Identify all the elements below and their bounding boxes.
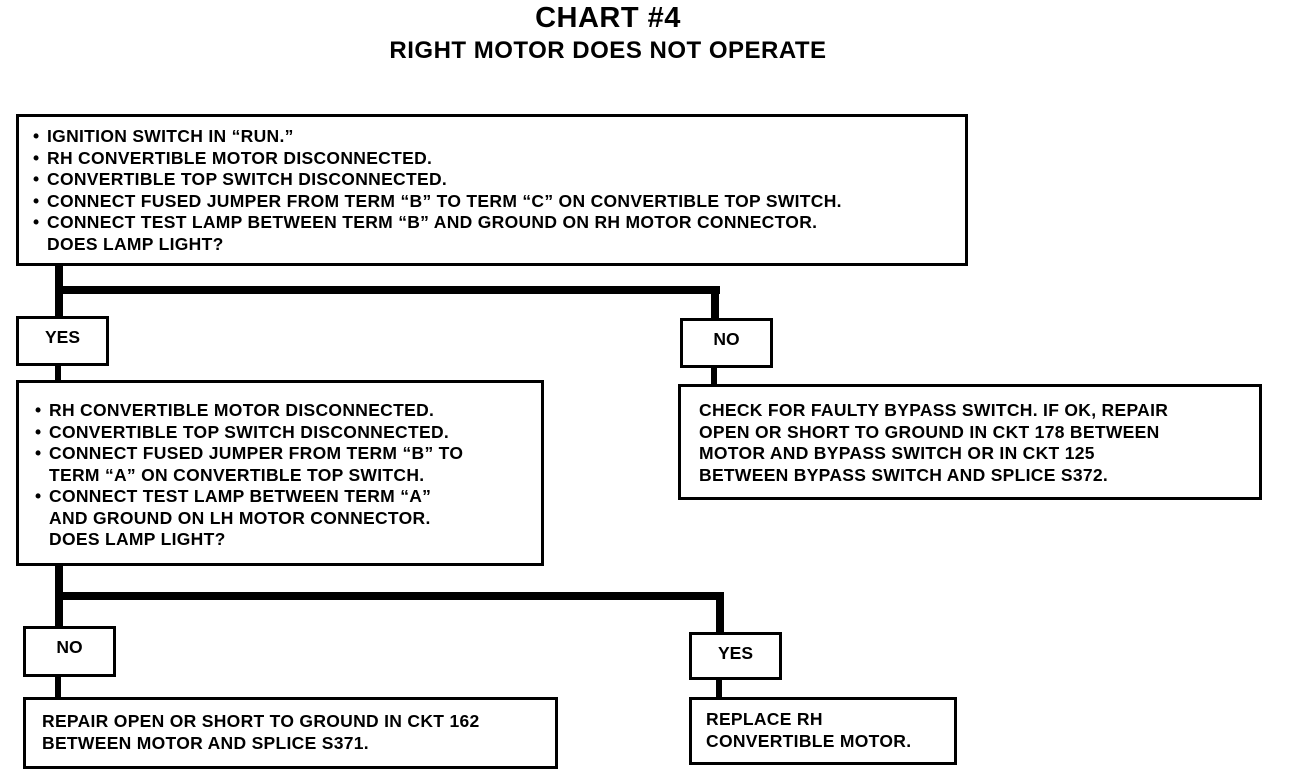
connector-line [711,368,717,384]
connector-line [55,364,61,380]
no-result-line: CHECK FOR FAULTY BYPASS SWITCH. IF OK, R… [699,400,1169,420]
replace-result-box: REPLACE RH CONVERTIBLE MOTOR. [689,697,957,765]
step2-bullet-text: TERM “A” ON CONVERTIBLE TOP SWITCH. [49,464,425,485]
step2-bullet-list: • RH CONVERTIBLE MOTOR DISCONNECTED. • CON… [35,400,541,529]
step1-bullet-text: CONNECT TEST LAMP BETWEEN TERM “B” AND G… [47,212,818,232]
step2-bullet-text: AND GROUND ON LH MOTOR CONNECTOR. [49,507,431,528]
bullet-icon: • [33,147,40,168]
bullet-icon: • [33,126,40,146]
step2-bullet-item: • RH CONVERTIBLE MOTOR DISCONNECTED. [35,400,541,422]
repair-result-line: BETWEEN MOTOR AND SPLICE S371. [42,732,369,753]
step1-bullet-text: RH CONVERTIBLE MOTOR DISCONNECTED. [47,147,433,168]
step2-bullet-item: • CONVERTIBLE TOP SWITCH DISCONNECTED. [35,422,541,444]
step1-no-label: NO [680,318,773,368]
step1-question: DOES LAMP LIGHT? [47,233,224,254]
repair-result-line: REPAIR OPEN OR SHORT TO GROUND IN CKT 16… [42,711,480,731]
no-result-line: MOTOR AND BYPASS SWITCH OR IN CKT 125 [699,443,1095,463]
step2-question: DOES LAMP LIGHT? [49,529,226,549]
bullet-icon: • [35,421,42,442]
step2-instruction-box: • RH CONVERTIBLE MOTOR DISCONNECTED. • CON… [16,380,544,566]
bullet-icon: • [35,486,42,506]
bullet-icon: • [35,400,42,420]
step2-bullet-text: CONNECT TEST LAMP BETWEEN TERM “A” [49,486,432,506]
step2-bullet-text: RH CONVERTIBLE MOTOR DISCONNECTED. [49,400,435,420]
no-result-line: OPEN OR SHORT TO GROUND IN CKT 178 BETWE… [699,421,1160,442]
step2-bullet-text: CONNECT FUSED JUMPER FROM TERM “B” TO [49,443,464,463]
step1-bullet-item: • CONNECT TEST LAMP BETWEEN TERM “B” AND … [33,212,965,234]
connector-line [716,592,724,632]
bullet-icon: • [35,443,42,463]
step1-bullet-item: • CONVERTIBLE TOP SWITCH DISCONNECTED. [33,169,965,191]
bullet-icon: • [33,190,40,211]
connector-line [55,677,61,697]
step1-bullet-text: CONNECT FUSED JUMPER FROM TERM “B” TO TE… [47,190,842,211]
replace-result-line: CONVERTIBLE MOTOR. [706,730,912,751]
step1-instruction-box: • IGNITION SWITCH IN “RUN.” • RH CONVERTIB… [16,114,968,266]
no-result-box: CHECK FOR FAULTY BYPASS SWITCH. IF OK, R… [678,384,1262,500]
step1-bullet-text: IGNITION SWITCH IN “RUN.” [47,126,294,146]
connector-line [55,286,720,294]
step1-bullet-text: CONVERTIBLE TOP SWITCH DISCONNECTED. [47,169,448,189]
step1-yes-label: YES [16,316,109,366]
replace-result-line: REPLACE RH [706,709,823,729]
connector-line [711,286,719,318]
connector-line [55,592,723,600]
chart-title: CHART #4 [535,2,681,34]
step2-no-label: NO [23,626,116,677]
bullet-icon: • [33,212,40,232]
step1-bullet-item: • IGNITION SWITCH IN “RUN.” [33,126,965,148]
step1-bullet-list: • IGNITION SWITCH IN “RUN.” • RH CONVERTIB… [33,126,965,234]
connector-line [716,680,722,697]
step2-yes-label: YES [689,632,782,680]
step1-bullet-item: • CONNECT FUSED JUMPER FROM TERM “B” TO T… [33,191,965,213]
bullet-icon: • [33,169,40,189]
repair-result-box: REPAIR OPEN OR SHORT TO GROUND IN CKT 16… [23,697,558,769]
step2-bullet-text: CONVERTIBLE TOP SWITCH DISCONNECTED. [49,421,450,442]
step2-bullet-item: • CONNECT TEST LAMP BETWEEN TERM “A”AND G… [35,486,541,529]
no-result-line: BETWEEN BYPASS SWITCH AND SPLICE S372. [699,464,1109,485]
chart-subtitle: RIGHT MOTOR DOES NOT OPERATE [389,37,827,64]
step1-bullet-item: • RH CONVERTIBLE MOTOR DISCONNECTED. [33,148,965,170]
